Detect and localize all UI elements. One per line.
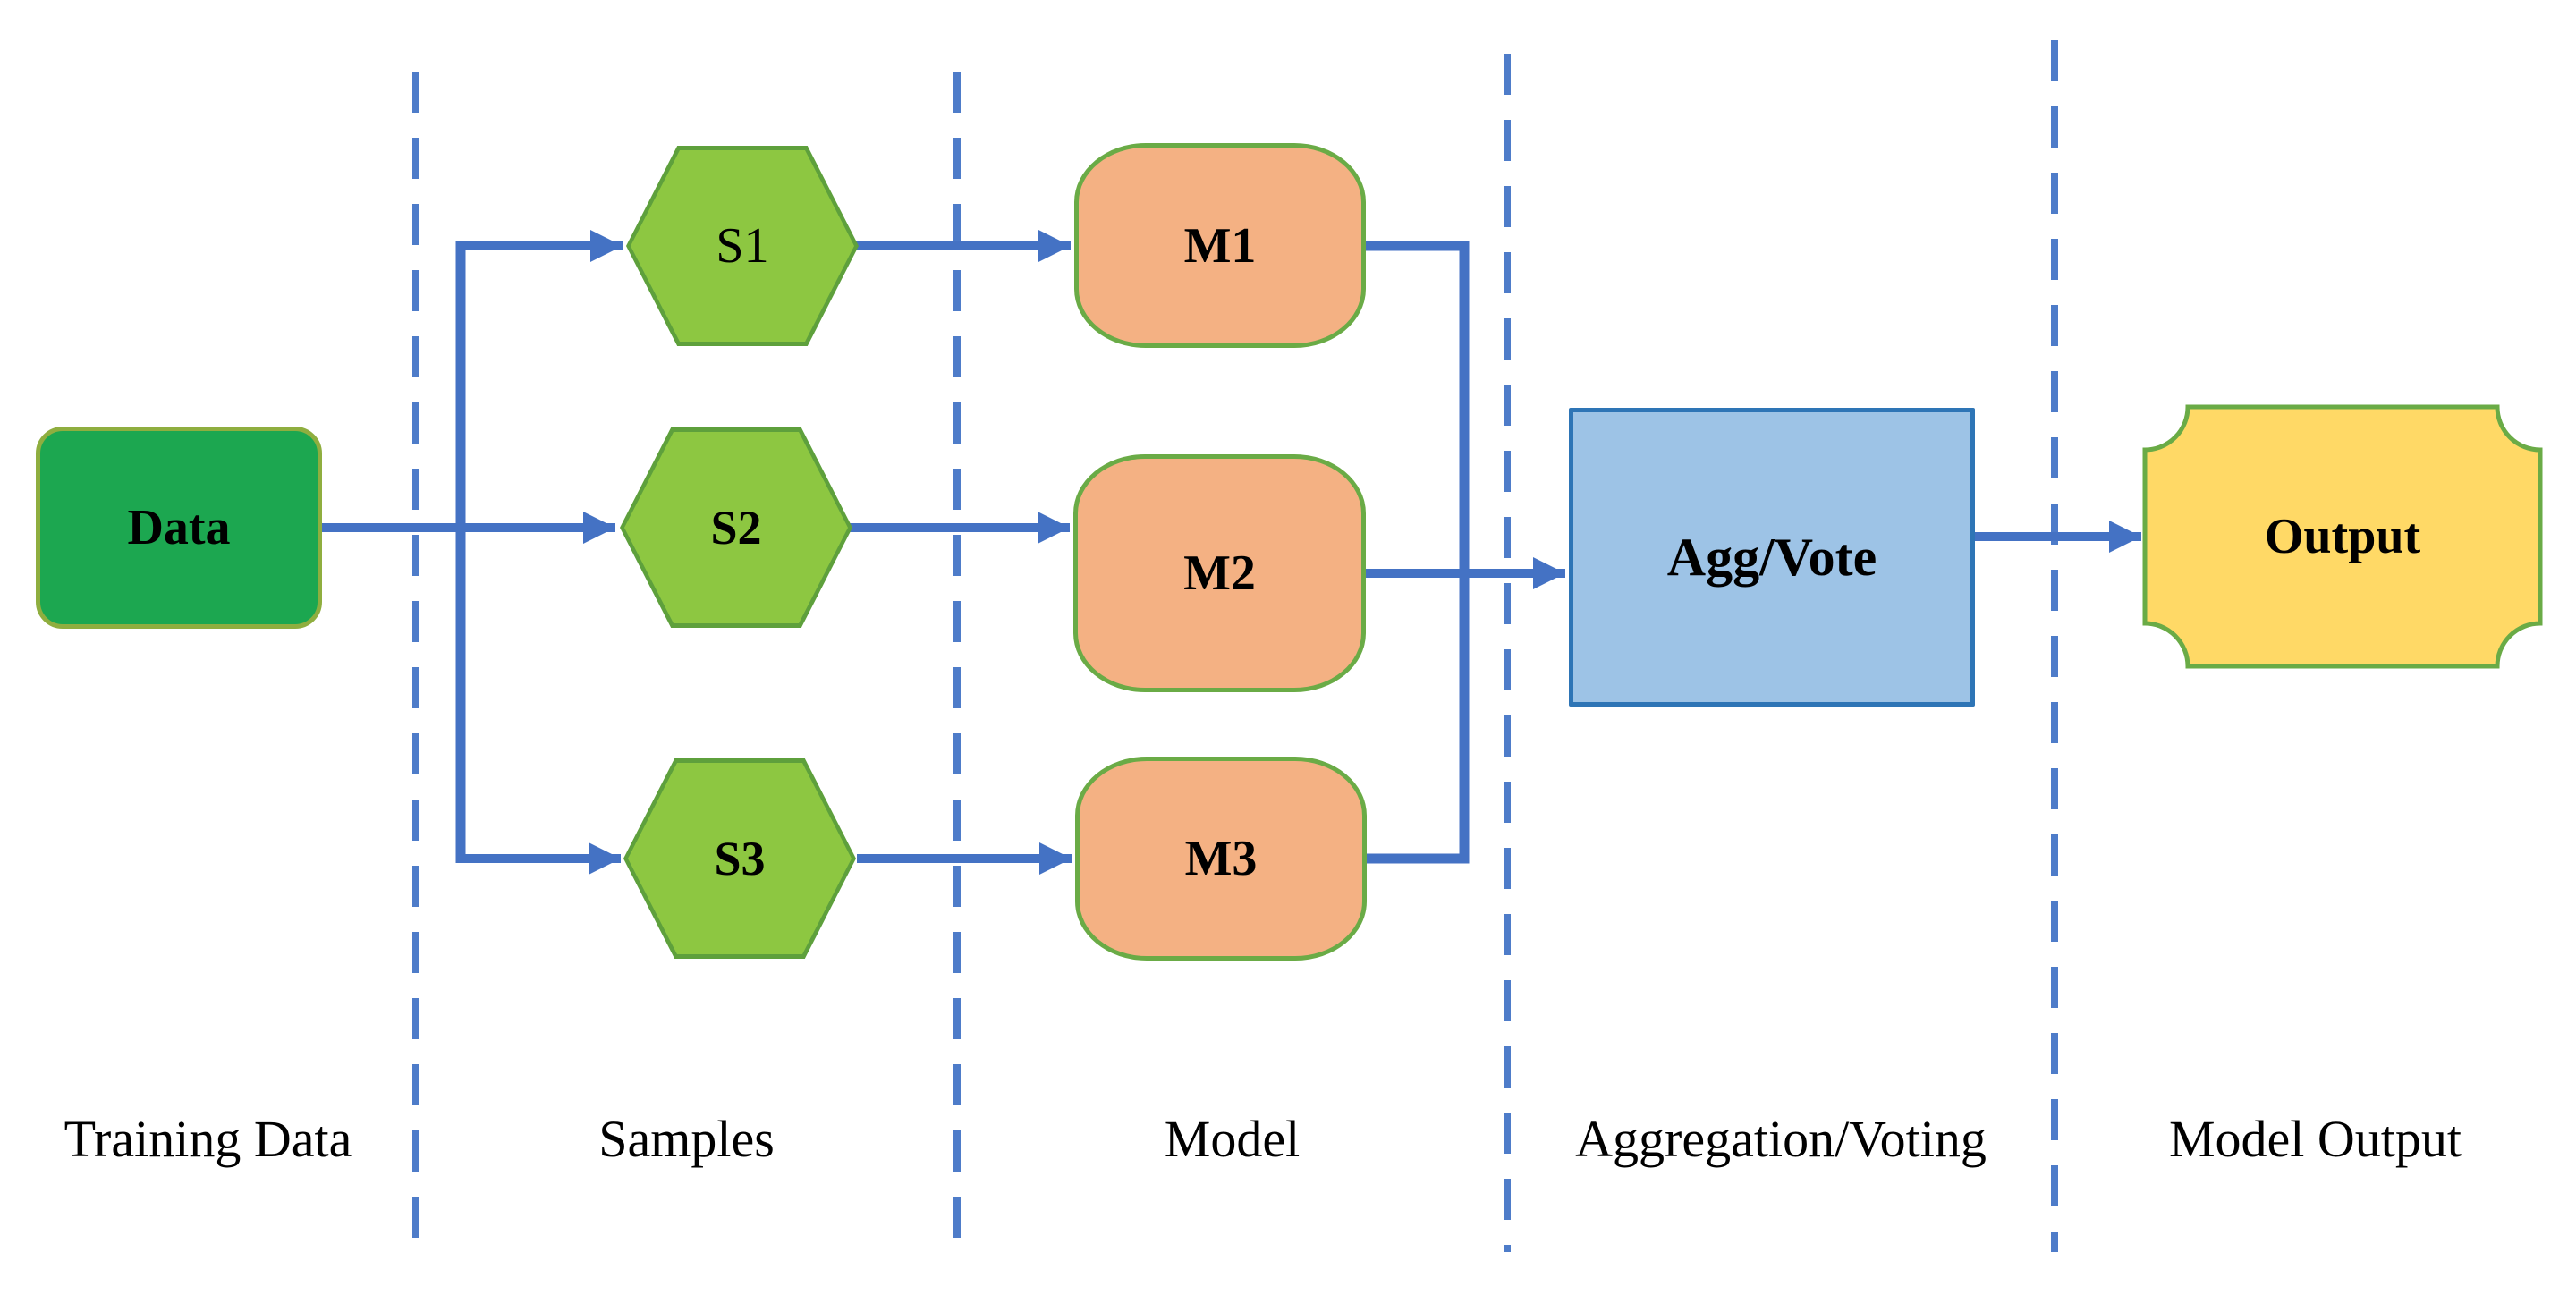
node-m1-label: M1 — [1183, 217, 1257, 274]
node-s2-label: S2 — [710, 501, 762, 554]
node-s2: S2 — [620, 427, 852, 628]
node-output: Output — [2140, 402, 2545, 671]
node-m1: M1 — [1074, 143, 1366, 348]
hexagon-fill — [624, 432, 848, 623]
lane-label-model: Model — [1164, 1110, 1301, 1168]
node-s1: S1 — [626, 146, 859, 346]
node-m2: M2 — [1073, 454, 1366, 692]
hexagon-fill — [631, 150, 854, 342]
connector-m1-to-collector — [1364, 241, 1470, 578]
node-agg-vote-label: Agg/Vote — [1666, 528, 1877, 587]
lane-label-training-data: Training Data — [64, 1110, 352, 1168]
lane-label-model-output: Model Output — [2168, 1110, 2462, 1168]
plaque-shape — [2142, 404, 2543, 669]
node-data-label: Data — [127, 500, 231, 555]
node-m2-label: M2 — [1183, 546, 1256, 601]
node-data: Data — [36, 427, 322, 629]
node-s3: S3 — [623, 758, 856, 959]
connector-m3-to-collector — [1365, 569, 1470, 864]
node-output-label: Output — [2264, 509, 2421, 564]
node-s1-label: S1 — [716, 218, 769, 274]
node-s3-label: S3 — [714, 832, 766, 885]
lane-label-samples: Samples — [598, 1110, 775, 1168]
lane-label-aggregation-voting: Aggregation/Voting — [1575, 1110, 1987, 1168]
hexagon-fill — [628, 763, 852, 954]
node-agg-vote: Agg/Vote — [1569, 408, 1975, 707]
node-m3-label: M3 — [1184, 831, 1258, 886]
node-m3: M3 — [1075, 757, 1367, 961]
